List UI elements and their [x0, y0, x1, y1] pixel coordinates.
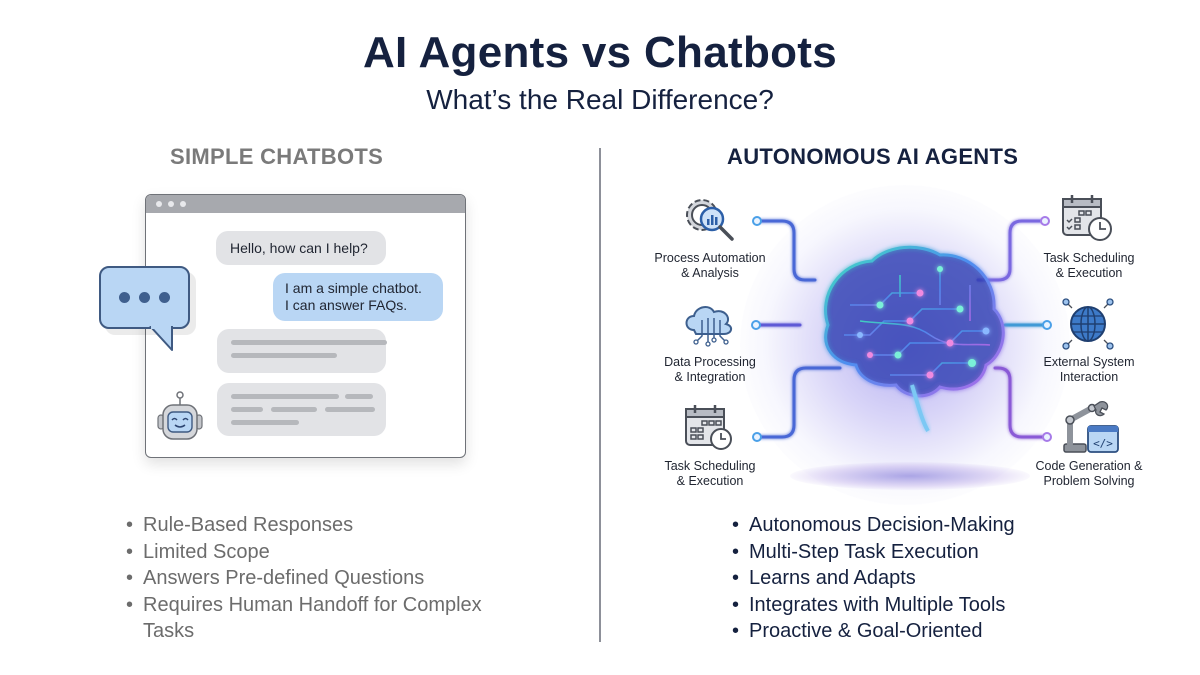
svg-text:</>: </> [1093, 437, 1113, 450]
list-item: Requires Human Handoff for Complex Tasks [124, 592, 484, 645]
chat-bubble-greeting: Hello, how can I help? [216, 231, 386, 265]
chat-bubble-placeholder [217, 383, 386, 436]
capability-line-2: & Analysis [681, 266, 739, 280]
cloud-data-icon [685, 306, 732, 347]
list-item: Learns and Adapts [730, 565, 1130, 592]
reply-line-1: I am a simple chatbot. [285, 280, 422, 296]
chat-bubble-reply: I am a simple chatbot. I can answer FAQs… [273, 273, 443, 321]
section-heading-chatbots: SIMPLE CHATBOTS [170, 144, 384, 169]
chatbot-feature-list: Rule-Based Responses Limited Scope Answe… [124, 512, 484, 645]
page-subtitle: What’s the Real Difference? [426, 84, 774, 115]
agent-feature-list: Autonomous Decision-Making Multi-Step Ta… [730, 512, 1130, 645]
chat-window: Hello, how can I help? I am a simple cha… [145, 194, 466, 458]
robot-arm-code-icon: </> [1063, 400, 1119, 453]
gear-magnifier-icon [686, 199, 734, 241]
speech-tail-icon [149, 326, 173, 351]
list-item: Integrates with Multiple Tools [730, 592, 1130, 619]
capability-line-2: & Integration [674, 370, 746, 384]
globe-network-icon [1062, 298, 1114, 350]
typing-bubble-icon [99, 266, 190, 329]
section-heading-agents: AUTONOMOUS AI AGENTS [727, 144, 1019, 169]
list-item: Multi-Step Task Execution [730, 539, 1130, 566]
window-title-bar [146, 195, 465, 213]
capability-line-1: External System [1043, 355, 1135, 369]
capability-task-scheduling-right: Task Scheduling & Execution [1014, 251, 1164, 281]
ai-brain-icon [824, 245, 1005, 433]
capability-line-1: Process Automation [654, 251, 766, 265]
capability-line-2: & Execution [676, 474, 744, 488]
center-divider [599, 148, 601, 642]
capability-data-processing: Data Processing & Integration [635, 355, 785, 385]
window-dot-icon [156, 201, 162, 207]
robot-icon [157, 391, 203, 440]
capability-line-2: Interaction [1059, 370, 1119, 384]
chat-bubble-placeholder [217, 329, 387, 373]
capability-external-system: External System Interaction [1014, 355, 1164, 385]
capability-process-automation: Process Automation & Analysis [635, 251, 785, 281]
capability-line-1: Task Scheduling [1043, 251, 1135, 265]
capability-line-2: Problem Solving [1043, 474, 1135, 488]
capability-task-scheduling-left: Task Scheduling & Execution [635, 459, 785, 489]
page-title: AI Agents vs Chatbots [362, 28, 838, 77]
window-dot-icon [168, 201, 174, 207]
list-item: Rule-Based Responses [124, 512, 484, 539]
capability-line-2: & Execution [1055, 266, 1123, 280]
capability-line-1: Task Scheduling [664, 459, 756, 473]
reply-line-2: I can answer FAQs. [285, 297, 408, 313]
list-item: Proactive & Goal-Oriented [730, 618, 1130, 645]
window-dot-icon [180, 201, 186, 207]
brain-shadow [790, 462, 1030, 490]
capability-line-1: Data Processing [664, 355, 756, 369]
list-item: Autonomous Decision-Making [730, 512, 1130, 539]
capability-line-1: Code Generation & [1035, 459, 1143, 473]
list-item: Limited Scope [124, 539, 484, 566]
calendar-clock-icon [685, 405, 732, 450]
calendar-checklist-clock-icon [1062, 195, 1112, 241]
list-item: Answers Pre-defined Questions [124, 565, 484, 592]
capability-code-generation: Code Generation & Problem Solving [1014, 459, 1164, 489]
